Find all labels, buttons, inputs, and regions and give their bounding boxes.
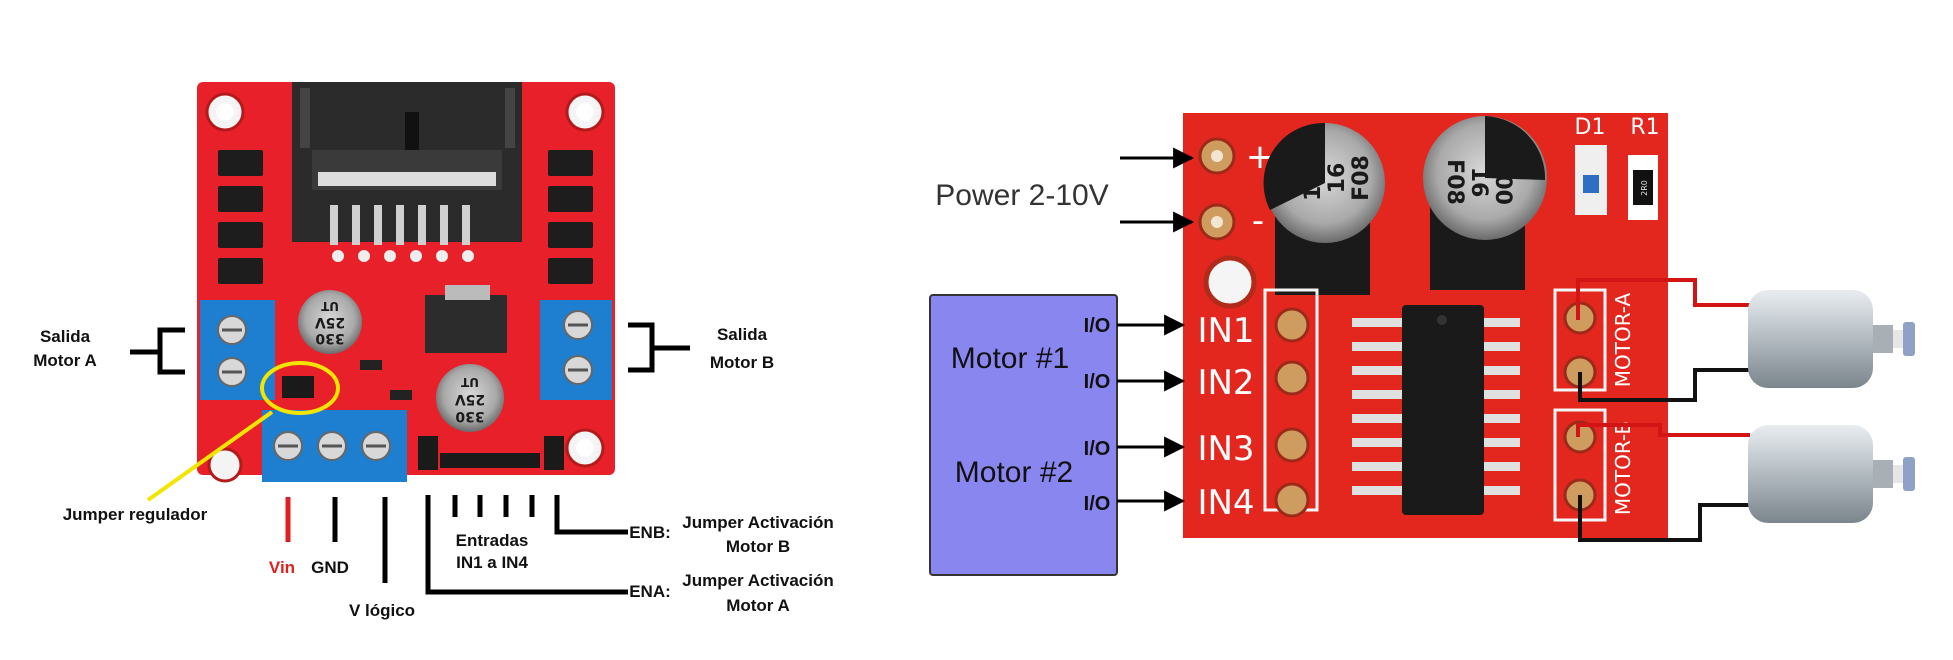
svg-text:F08: F08: [1349, 155, 1374, 201]
power-arrows: Power 2-10V: [935, 147, 1195, 233]
svg-text:IN1: IN1: [446, 476, 458, 484]
svg-text:100: 100: [1490, 159, 1515, 205]
minus-silk: -: [1252, 201, 1264, 241]
v-logico-label: V lógico: [349, 601, 415, 620]
in3-silk: IN3: [1197, 429, 1254, 469]
left-annotations: Salida Motor A Salida Motor B Jumper reg…: [33, 322, 834, 620]
terminal-motor-a: [200, 300, 275, 400]
motor-b-image: [1748, 425, 1915, 523]
ena-desc-2: Motor A: [726, 596, 790, 615]
regulator-jumper: [260, 361, 340, 415]
svg-text:IN3: IN3: [493, 476, 505, 484]
capacitor-1: 100 16 F08: [1263, 122, 1385, 295]
jumper-regulador-label: Jumper regulador: [63, 505, 208, 524]
motor-b-label: Motor B: [710, 353, 774, 372]
svg-text:100: 100: [1301, 155, 1326, 201]
heatsink: [292, 82, 522, 262]
enb-label: ENB:: [629, 523, 671, 542]
svg-text:F08: F08: [1442, 159, 1467, 205]
smd-resistor: [360, 360, 382, 370]
motor1-label: Motor #1: [951, 342, 1069, 375]
svg-text:16: 16: [1325, 163, 1350, 194]
capacitor-bottom: 330 25V UT: [436, 364, 504, 432]
svg-text:UT: UT: [460, 375, 479, 389]
power-label: Power 2-10V: [935, 179, 1108, 212]
smd-resistor: [390, 390, 412, 400]
motor2-label: Motor #2: [955, 456, 1073, 489]
smd-diodes: [218, 150, 593, 284]
mounting-holes: [205, 92, 605, 483]
svg-text:ENA: ENA: [421, 476, 436, 484]
controller-box: Motor #1 Motor #2 I/O I/O I/O I/O: [929, 294, 1186, 576]
svg-text:25V: 25V: [315, 314, 345, 330]
ena-label: ENA:: [629, 582, 671, 601]
gnd-label: GND: [311, 558, 349, 577]
svg-text:2R0: 2R0: [1640, 180, 1649, 196]
capacitor-top: 330 25V UT: [298, 290, 362, 354]
power-pads: + -: [1198, 137, 1274, 309]
motor-a-silk: MOTOR-A: [1611, 292, 1635, 387]
mx1508-board: + - 100 16 F08 100 16 F08 D1: [1183, 113, 1668, 538]
input-header: ENA IN1 IN2 IN3 IN4 ENB: [418, 436, 564, 484]
motor-a-label: Motor A: [33, 351, 97, 370]
svg-text:25V: 25V: [455, 391, 485, 407]
l298n-board: 330 25V UT 330 25V UT: [197, 82, 615, 484]
motor-wires: [1576, 278, 1750, 542]
terminal-motor-b: [540, 300, 612, 400]
in1-silk: IN1: [1197, 311, 1254, 351]
salida-b-label: Salida: [717, 325, 768, 344]
io-label-1: I/O: [1084, 315, 1111, 337]
input-pads: IN1 IN2 IN3 IN4: [1197, 288, 1319, 523]
vin-label: Vin: [269, 558, 295, 577]
enb-desc-2: Motor B: [726, 537, 790, 556]
driver-ic: [1352, 305, 1520, 515]
io-label-4: I/O: [1084, 493, 1111, 515]
io-label-2: I/O: [1084, 371, 1111, 393]
terminal-power: [262, 410, 407, 482]
entradas-range-label: IN1 a IN4: [456, 553, 528, 572]
capacitor-2: 100 16 F08: [1423, 116, 1547, 290]
in2-silk: IN2: [1197, 363, 1254, 403]
svg-text:330: 330: [315, 330, 344, 346]
svg-text:16: 16: [1466, 167, 1491, 198]
salida-a-label: Salida: [40, 327, 91, 346]
svg-text:IN4: IN4: [517, 476, 529, 484]
motor-b-silk: MOTOR-B: [1611, 421, 1635, 515]
svg-text:ENB: ENB: [547, 476, 562, 484]
svg-text:IN2: IN2: [469, 476, 481, 484]
d1-silk: D1: [1575, 115, 1606, 140]
ena-desc-1: Jumper Activación: [682, 571, 833, 590]
in4-silk: IN4: [1197, 483, 1254, 523]
svg-text:UT: UT: [320, 299, 339, 313]
voltage-regulator: [425, 285, 507, 353]
enb-desc-1: Jumper Activación: [682, 513, 833, 532]
r1-silk: R1: [1630, 115, 1659, 140]
io-label-3: I/O: [1084, 438, 1111, 460]
motor-a-image: [1748, 290, 1915, 388]
entradas-label: Entradas: [456, 531, 529, 550]
svg-text:330: 330: [455, 408, 484, 424]
